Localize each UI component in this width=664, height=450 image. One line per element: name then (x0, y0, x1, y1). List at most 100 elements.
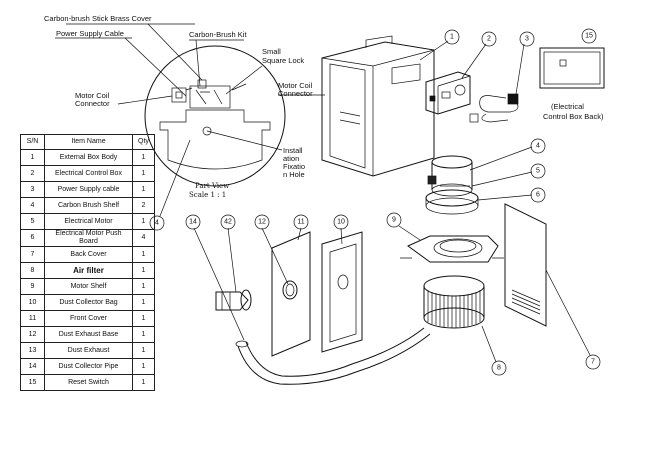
callout-3: 3 (525, 36, 529, 43)
callout-1: 1 (450, 34, 454, 41)
callout-12-circle (254, 214, 270, 230)
cell-item-name: Reset Switch (44, 374, 133, 391)
callout-4-motor: 4 (536, 143, 540, 150)
label-part-view: Part View (195, 182, 229, 190)
callout-4: 4 (155, 220, 159, 227)
cell-sn: 13 (20, 342, 45, 359)
callout-9: 9 (392, 217, 396, 224)
label-small-square-lock-1: Small (262, 47, 281, 56)
cell-sn: 4 (20, 197, 45, 214)
table-header-row: S/N Item Name Qty (20, 134, 155, 150)
detail-view-circle (144, 45, 286, 187)
cell-sn: 8 (20, 262, 45, 279)
label-part-view-scale: Scale 1 : 1 (189, 191, 226, 199)
cell-sn: 5 (20, 213, 45, 230)
col-header-item-name: Item Name (44, 134, 133, 150)
cell-qty: 1 (132, 358, 155, 375)
callout-11-circle (293, 214, 309, 230)
carbon-brush-shelf-bracket (159, 109, 271, 170)
cell-item-name: External Box Body (44, 149, 133, 166)
label-carbon-brush-kit: Carbon-Brush Kit (189, 30, 247, 39)
callout-14: 14 (189, 219, 197, 226)
callout-9-circle (386, 212, 402, 228)
external-box-body (321, 35, 435, 177)
label-small-square-lock-2: Square Lock (262, 56, 304, 65)
cell-qty: 4 (132, 229, 155, 247)
label-install-4: n Hole (283, 170, 305, 179)
callout-8: 8 (497, 365, 501, 372)
cell-sn: 3 (20, 181, 45, 198)
callout-7-circle (585, 354, 601, 370)
callout-5-circle (530, 163, 546, 179)
front-cover (271, 231, 311, 357)
part-view-detail (144, 45, 286, 187)
callout-7: 7 (591, 359, 595, 366)
label-motor-coil-left-1: Motor Coil (75, 91, 110, 100)
callout-42-circle (220, 214, 236, 230)
cell-sn: 11 (20, 310, 45, 327)
cell-qty: 1 (132, 165, 155, 182)
cell-sn: 1 (20, 149, 45, 166)
cell-item-name: Power Supply cable (44, 181, 133, 198)
callout-8-circle (491, 360, 507, 376)
callout-10: 10 (337, 219, 345, 226)
cell-sn: 10 (20, 294, 45, 311)
brass-cover (197, 79, 207, 89)
callout-10-circle (333, 214, 349, 230)
label-motor-coil-right-2: Connector (278, 89, 313, 98)
cell-qty: 1 (132, 294, 155, 311)
col-header-sn: S/N (20, 134, 45, 150)
cell-item-name: Electrical Motor Push Board (44, 229, 133, 247)
motor-coil-connector-block (171, 87, 187, 103)
cell-item-name: Dust Exhaust Base (44, 326, 133, 343)
cell-item-name: Electrical Control Box (44, 165, 133, 182)
label-control-box-back-1: (Electrical (551, 102, 584, 111)
cell-item-name: Dust Collector Pipe (44, 358, 133, 375)
cell-sn: 14 (20, 358, 45, 375)
cell-sn: 6 (20, 229, 45, 247)
motor-shelf (400, 235, 504, 263)
back-cover (504, 203, 547, 327)
label-install-1: Install (283, 146, 303, 155)
power-supply-cable (469, 93, 519, 123)
control-box-back-panel (539, 47, 605, 89)
cell-item-name: Dust Collector Bag (44, 294, 133, 311)
electrical-motor (425, 155, 479, 215)
cell-sn: 2 (20, 165, 45, 182)
air-filter (423, 275, 485, 329)
cell-sn: 7 (20, 246, 45, 263)
cell-qty: 1 (132, 181, 155, 198)
carbon-brush-kit-block (189, 85, 231, 109)
callout-3-circle (519, 31, 535, 47)
cell-qty: 1 (132, 246, 155, 263)
label-brass-cover: Carbon-brush Stick Brass Cover (44, 14, 152, 23)
cell-qty: 1 (132, 213, 155, 230)
dust-collector-pipe (235, 327, 431, 385)
callout-6-circle (530, 187, 546, 203)
label-install-2: ation (283, 154, 299, 163)
callout-4b-circle (530, 138, 546, 154)
callout-2-circle (481, 31, 497, 47)
detail-leaders (55, 23, 325, 217)
callout-5: 5 (536, 168, 540, 175)
cell-qty: 1 (132, 310, 155, 327)
dust-exhaust (215, 289, 252, 311)
cell-qty: 1 (132, 326, 155, 343)
callout-1-circle (444, 29, 460, 45)
cell-sn: 9 (20, 278, 45, 295)
cell-item-name: Front Cover (44, 310, 133, 327)
